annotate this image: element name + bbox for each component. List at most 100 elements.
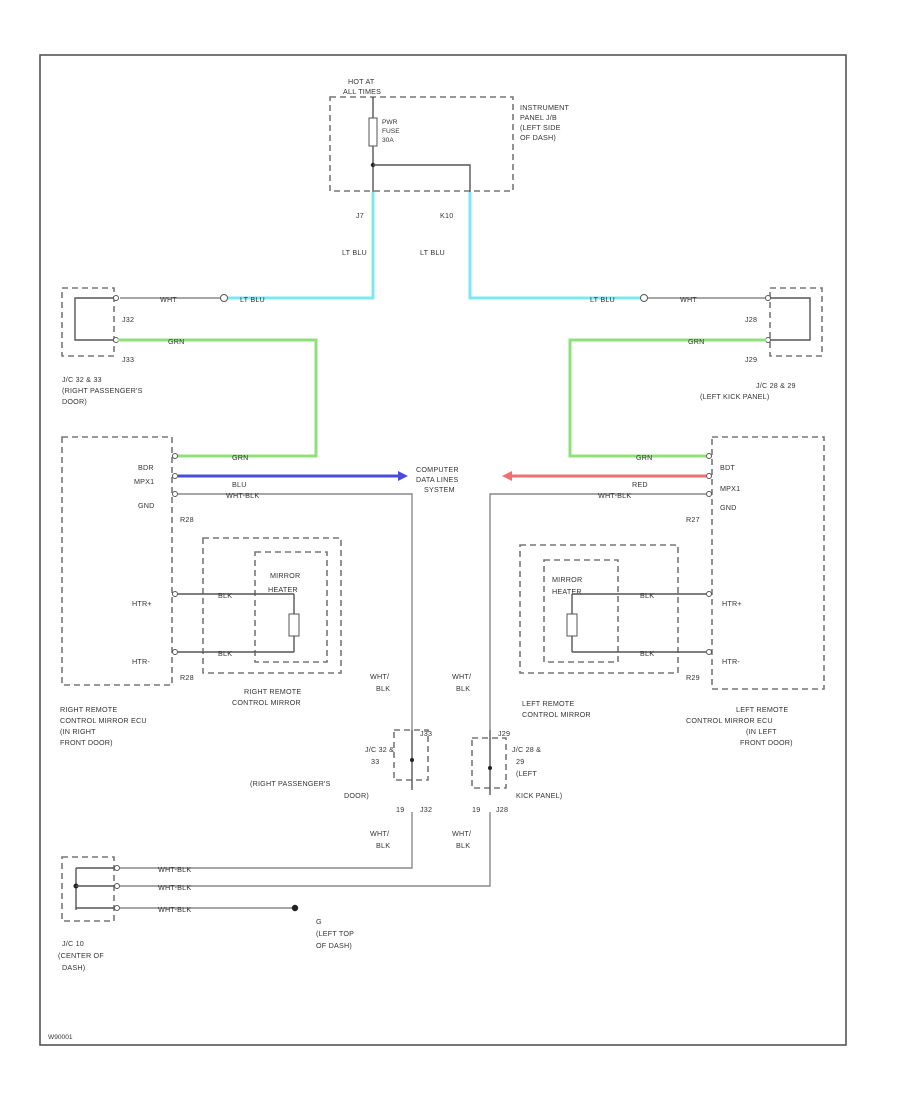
left-ecu-caption-4: FRONT DOOR) [60, 738, 113, 747]
fuse-box-title-2: ALL TIMES [343, 87, 381, 96]
right-ecu-htr-minus: HTR- [722, 657, 740, 666]
fuse-box-location-1: INSTRUMENT [520, 103, 570, 112]
jc-10-outline [61, 856, 115, 922]
jc-10-caption-1: J/C 10 [62, 939, 84, 948]
right-ecu-pin-5 [706, 649, 712, 655]
jc-33-label: J33 [122, 355, 134, 364]
right-mirror-outline [519, 544, 679, 674]
jc-32-33-lower: J33 J/C 32 & 33 (RIGHT PASSENGER'S DOOR)… [250, 729, 432, 814]
right-ecu-caption-4: FRONT DOOR) [740, 738, 793, 747]
left-mirror-caption-2: CONTROL MIRROR [232, 698, 301, 707]
fuse-box-location-3: (LEFT SIDE [520, 123, 561, 132]
fuse-branch [373, 164, 471, 192]
right-mirror-ecu: BDT MPX1 GND R27 HTR+ HTR- R29 LEFT REMO… [686, 436, 825, 747]
fuse-box-location-4: OF DASH) [520, 133, 556, 142]
left-ecu-connector-bottom: R28 [180, 673, 194, 682]
lower-right-jc-caption-1: J/C 28 & [512, 745, 541, 754]
wht-blk-v-right-2: BLK [456, 684, 470, 693]
right-ecu-pin-gnd: GND [720, 503, 737, 512]
wire-wht-blk-bottom-2 [120, 812, 491, 887]
diagram-code: W90001 [48, 1034, 73, 1041]
right-ecu-pin-3 [706, 491, 712, 497]
lower-right-jc-pin-bottom: J28 [496, 805, 508, 814]
left-ecu-pin-b: BDR [138, 463, 154, 472]
lower-left-jc-caption-3: (RIGHT PASSENGER'S [250, 779, 331, 788]
jc-10-pin-1 [114, 865, 120, 871]
lower-left-jc-caption-1: J/C 32 & [365, 745, 394, 754]
jc-32-33-outline [61, 287, 115, 357]
jc-28-29-upper: J28 J29 J/C 28 & 29 (LEFT KICK PANEL) [700, 287, 823, 401]
left-ecu-pin-gnd: GND [138, 501, 155, 510]
left-ecu-pin-1 [172, 453, 178, 459]
right-ecu-pin-mpx: MPX1 [720, 484, 740, 493]
right-mirror-caption-1: LEFT REMOTE [522, 699, 574, 708]
fuse-box-outline [329, 96, 514, 192]
lower-right-jc-node [488, 766, 492, 770]
right-mirror-heater-2: HEATER [552, 587, 582, 596]
ground-name: G [316, 917, 322, 926]
lt-blu-label-left-horiz: LT BLU [240, 295, 265, 304]
ground-caption-2: OF DASH) [316, 941, 352, 950]
right-ecu-caption-3: (IN LEFT [746, 727, 777, 736]
left-ecu-caption-2: CONTROL MIRROR ECU [60, 716, 147, 725]
jc-28-29-caption-1: J/C 28 & 29 [756, 381, 796, 390]
lower-left-jc-outline [393, 729, 429, 781]
left-ecu-pin-5 [172, 649, 178, 655]
lower-left-jc-caption-2: 33 [371, 757, 379, 766]
jc-32-33-upper: J32 J33 J/C 32 & 33 (RIGHT PASSENGER'S D… [61, 287, 143, 406]
left-ecu-pin-3 [172, 491, 178, 497]
fuse-label-3: 30A [382, 137, 394, 144]
right-ecu-outline [711, 436, 825, 690]
jc-29-pin [765, 337, 771, 343]
ground-point [291, 904, 299, 912]
left-ecu-htr-plus: HTR+ [132, 599, 152, 608]
wht-blk-v-left-1: WHT/ [370, 672, 389, 681]
wht-blk-label-left-gnd: WHT-BLK [226, 491, 259, 500]
right-mirror-heater-element [566, 613, 578, 637]
lower-right-jc-caption-3: (LEFT [516, 769, 537, 778]
fuse-pin-left: J7 [356, 211, 364, 220]
jc-28-29-link [770, 297, 811, 341]
left-remote-control-mirror: MIRROR HEATER BLK BLK LEFT REMOTE CONTRO… [519, 544, 706, 719]
jc-32-33-caption-3: DOOR) [62, 397, 87, 406]
fuse-label-2: FUSE [382, 128, 400, 135]
lower-left-jc-caption-4: DOOR) [344, 791, 369, 800]
wire-lt-blu-left [228, 192, 375, 300]
lower-left-jc-pin-bottom: J32 [420, 805, 432, 814]
wht-blk-lower-right-1: WHT/ [452, 829, 471, 838]
left-mirror-ecu: BDR MPX1 GND R28 HTR+ HTR- R28 RIGHT REM… [60, 436, 194, 747]
wire-lt-blu-right [468, 192, 640, 300]
right-mirror-heater-outline [543, 559, 619, 663]
diagram-frame [39, 54, 847, 1046]
connector-left-ltblu [220, 294, 228, 302]
right-mirror-blk-2: BLK [640, 649, 654, 658]
jc-32-33-caption-2: (RIGHT PASSENGER'S [62, 386, 143, 395]
right-mirror-blk-1: BLK [640, 591, 654, 600]
jc-10-pin-3 [114, 905, 120, 911]
left-mirror-heater-outline [254, 551, 328, 663]
lower-right-jc-caption-2: 29 [516, 757, 524, 766]
wire-grn-left [118, 338, 318, 458]
left-ecu-pin-2 [172, 473, 178, 479]
jc-10-caption-3: DASH) [62, 963, 85, 972]
left-ecu-pin-4 [172, 591, 178, 597]
right-ecu-pin-b: BDT [720, 463, 735, 472]
right-mirror-heater-1: MIRROR [552, 575, 582, 584]
jc-28-29-lower: J29 J/C 28 & 29 (LEFT KICK PANEL) 19 J28 [471, 729, 562, 814]
grn-label-right-bottom: GRN [636, 453, 653, 462]
right-ecu-connector: R27 [686, 515, 700, 524]
lt-blu-label-right-horiz: LT BLU [590, 295, 615, 304]
left-mirror-heater-element [288, 613, 300, 637]
connector-right-ltblu [640, 294, 648, 302]
wht-blk-bottom-label-1: WHT-BLK [158, 865, 191, 874]
right-ecu-pin-1 [706, 453, 712, 459]
wire-wht-blk-left-gnd [178, 493, 413, 730]
lt-blu-label-left-vert: LT BLU [342, 248, 367, 257]
blu-label: BLU [232, 480, 247, 489]
jc-32-pin [113, 295, 119, 301]
lower-right-jc-pin-num: 19 [472, 805, 480, 814]
left-ecu-caption-3: (IN RIGHT [60, 727, 96, 736]
jc-33-pin [113, 337, 119, 343]
fuse-box-title-1: HOT AT [348, 77, 375, 86]
left-ecu-htr-minus: HTR- [132, 657, 150, 666]
